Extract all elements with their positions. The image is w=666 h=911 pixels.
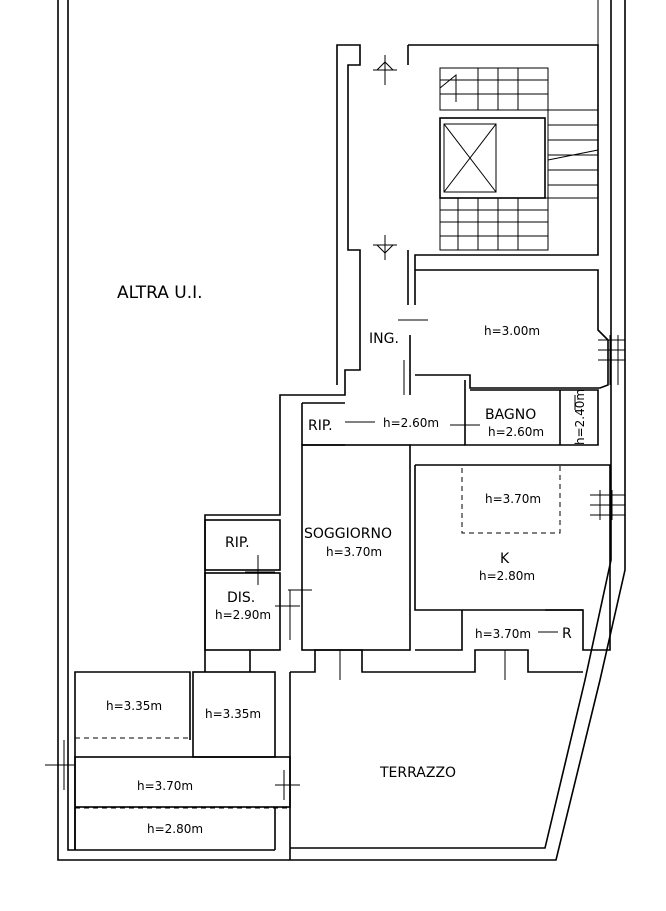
label-room-d-height: h=2.80m: [147, 822, 203, 836]
label-closet-1: RIP.: [308, 418, 333, 434]
label-room-b-height: h=3.35m: [205, 707, 261, 721]
label-bathroom-height: h=2.60m: [488, 425, 544, 439]
label-hall-height: h=2.90m: [215, 608, 271, 622]
apartment-walls: [45, 269, 625, 860]
label-room-a-height: h=3.35m: [106, 699, 162, 713]
label-kitchen-upper-height: h=3.70m: [485, 492, 541, 506]
label-kitchen: K: [500, 551, 510, 567]
stair-core: [336, 44, 599, 385]
label-terrace: TERRAZZO: [379, 765, 456, 781]
label-entrance: ING.: [369, 331, 399, 347]
label-other-unit: ALTRA U.I.: [117, 283, 203, 303]
label-side-height: h=2.40m: [573, 389, 587, 445]
label-room-c-height: h=3.70m: [137, 779, 193, 793]
label-entrance-height: h=3.00m: [484, 324, 540, 338]
outer-walls: [57, 0, 626, 861]
room-labels: ALTRA U.I. ING. h=3.00m RIP. h=2.60m BAG…: [106, 283, 587, 836]
label-bathroom: BAGNO: [485, 407, 536, 423]
label-hall: DIS.: [227, 590, 255, 606]
label-living-height: h=3.70m: [326, 545, 382, 559]
label-kitchen-r: R: [562, 626, 572, 642]
label-living: SOGGIORNO: [304, 526, 392, 542]
label-corridor-height: h=2.60m: [383, 416, 439, 430]
label-closet-2: RIP.: [225, 535, 250, 551]
label-kitchen-lower-height: h=3.70m: [475, 627, 531, 641]
label-kitchen-height: h=2.80m: [479, 569, 535, 583]
